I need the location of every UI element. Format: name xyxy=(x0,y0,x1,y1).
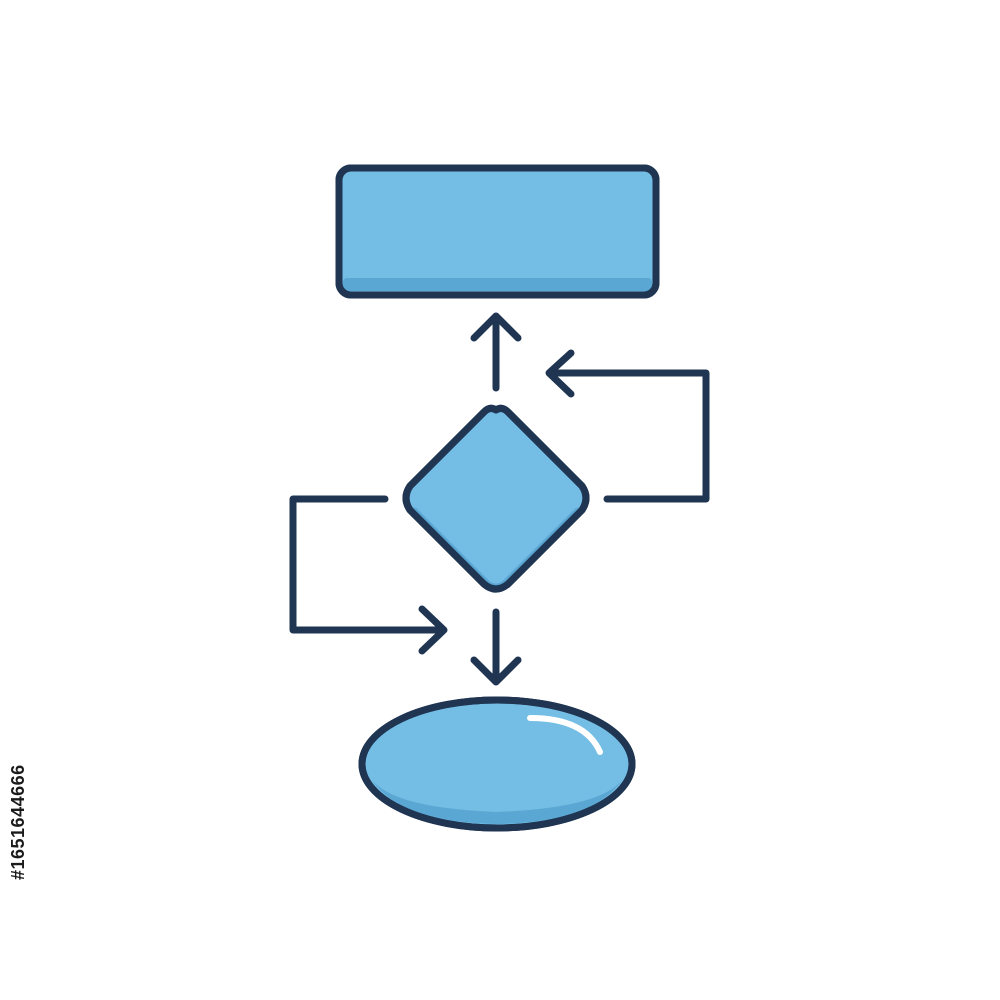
arrow-to-process xyxy=(470,312,522,392)
arrow-to-terminal xyxy=(470,608,522,686)
process-node xyxy=(335,164,660,299)
terminal-node xyxy=(358,696,636,832)
decision-node xyxy=(402,404,590,593)
stock-id-label: #1651644666 xyxy=(8,764,28,880)
ellipse-highlight xyxy=(527,715,603,755)
arrow-left-loop xyxy=(289,495,448,655)
arrow-right-loop xyxy=(545,349,710,503)
